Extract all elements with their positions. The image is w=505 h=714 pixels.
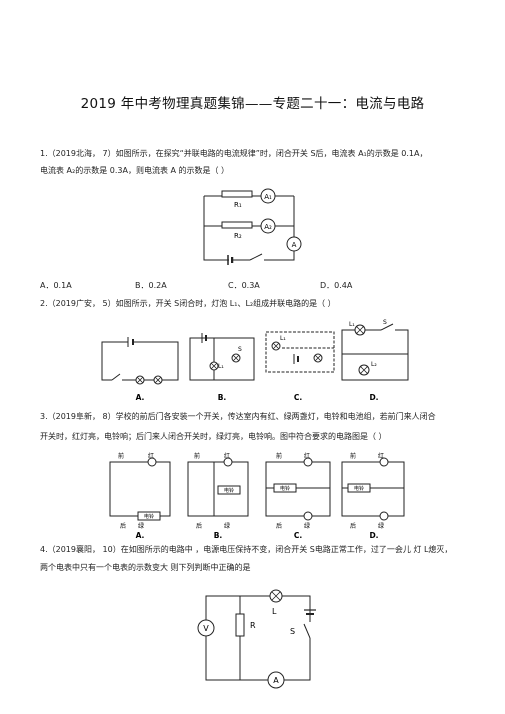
svg-text:电铃: 电铃 [224,487,234,494]
q1-a2-label: A₂ [264,223,272,231]
q2-label-b: B. [218,393,227,402]
svg-text:前: 前 [350,452,356,460]
svg-text:绿: 绿 [378,522,384,530]
q2-label-c: C. [294,393,303,402]
svg-text:前: 前 [118,452,124,460]
svg-text:绿: 绿 [138,522,144,530]
q2-circuit-diagrams: A. S L₁ B. L₁ C. L₁ S L₂ D. [101,319,409,402]
svg-text:电铃: 电铃 [354,485,364,492]
svg-text:红: 红 [304,452,310,460]
q4-circuit-diagram: V R L S A [197,589,316,689]
ammeter-a2-icon [260,218,276,234]
q2-text-line1: 2.（2019广安， 5）如图所示，开关 S闭合时，灯泡 L₁、L₂组成并联电路… [40,299,336,308]
svg-text:红: 红 [224,452,230,460]
q4-a-label: A [273,676,279,685]
q2-d-l2-label: L₂ [371,361,377,368]
q1-option-b[interactable]: B．0.2A [135,281,167,290]
svg-text:红: 红 [148,452,154,460]
svg-text:后: 后 [276,522,282,530]
switch-icon [250,258,264,262]
q2-label-d: D. [369,393,378,402]
q4-text-line2: 两个电表中只有一个电表的示数变大 则下列判断中正确的是 [40,563,251,572]
ammeter-icon [267,671,285,689]
switch-icon [306,622,314,638]
q3-text-line2: 开关时，红灯亮，电铃响；后门来人闭合开关时，绿灯亮，电铃响。图中符合要求的电路图… [40,432,387,441]
q3-circuit-b: 前 红 电铃 后 绿 B. [187,452,249,540]
q4-s-label: S [290,627,295,636]
q2-circuit-d: L₁ S L₂ D. [341,319,409,402]
svg-text:绿: 绿 [224,522,230,530]
q2-d-s-label: S [383,319,387,326]
q1-r1-label: R₁ [234,201,242,209]
svg-text:后: 后 [350,522,356,530]
q4-text-line1: 4.（2019襄阳， 10）在如图所示的电路中 ，电源电压保持不变，闭合开关 S… [40,545,453,554]
q2-b-l1-label: L₁ [218,363,224,370]
q2-d-l1-label: L₁ [349,321,355,328]
svg-text:后: 后 [196,522,202,530]
q1-r2-label: R₂ [234,232,242,240]
svg-text:电铃: 电铃 [280,485,290,492]
q4-l-label: L [272,607,277,616]
q4-r-label: R [250,621,256,630]
q2-c-l1-label: L₁ [280,335,286,342]
q3-circuit-d: 前 红 电铃 后 绿 D. [341,452,405,540]
q4-v-label: V [203,624,209,633]
q1-text-line1: 1.（2019北海， 7）如图所示，在探究“并联电路的电流规律”时，闭合开关 S… [40,149,428,158]
page-title: 2019 年中考物理真题集锦——专题二十一：电流与电路 [80,96,425,112]
q1-circuit-diagram: R₁ R₂ A₁ A₂ A [203,188,302,266]
q1-a1-label: A₁ [264,193,272,201]
q1-option-a[interactable]: A．0.1A [40,281,72,290]
svg-text:电铃: 电铃 [144,513,154,520]
q2-b-s-label: S [238,346,242,353]
svg-text:前: 前 [276,452,282,460]
q2-circuit-c: L₁ C. [265,331,335,402]
q3-label-d: D. [369,531,378,540]
resistor-r1-icon [221,190,253,198]
q2-label-a: A. [136,393,145,402]
q1-option-c[interactable]: C．0.3A [228,281,260,290]
svg-text:前: 前 [194,452,200,460]
q3-circuit-c: 前 红 电铃 后 绿 C. [265,452,331,540]
q3-circuit-diagrams: 前 红 电铃 后 绿 A. 前 红 电铃 后 绿 B. 前 红 电铃 后 绿 C… [109,452,405,540]
q3-label-b: B. [214,531,223,540]
ammeter-a1-icon [260,188,276,204]
q3-text-line1: 3.（2019阜新， 8）学校的前后门各安装一个开关，传达室内有红、绿两盏灯，电… [40,412,436,421]
q3-label-a: A. [136,531,145,540]
svg-text:后: 后 [120,522,126,530]
q1-option-d[interactable]: D．0.4A [320,281,353,290]
q3-circuit-a: 前 红 电铃 后 绿 A. [109,452,171,540]
ammeter-a-icon [286,236,302,252]
q3-label-c: C. [294,531,303,540]
svg-text:绿: 绿 [304,522,310,530]
svg-text:红: 红 [378,452,384,460]
q2-circuit-a: A. [101,337,179,402]
q1-a-label: A [292,241,297,249]
voltmeter-icon [197,619,215,637]
resistor-r2-icon [221,221,253,229]
resistor-icon [235,613,245,637]
q1-text-line2: 电流表 A₂的示数是 0.3A，则电流表 A 的示数是（ ） [40,166,230,175]
q2-circuit-b: S L₁ B. [189,333,255,402]
